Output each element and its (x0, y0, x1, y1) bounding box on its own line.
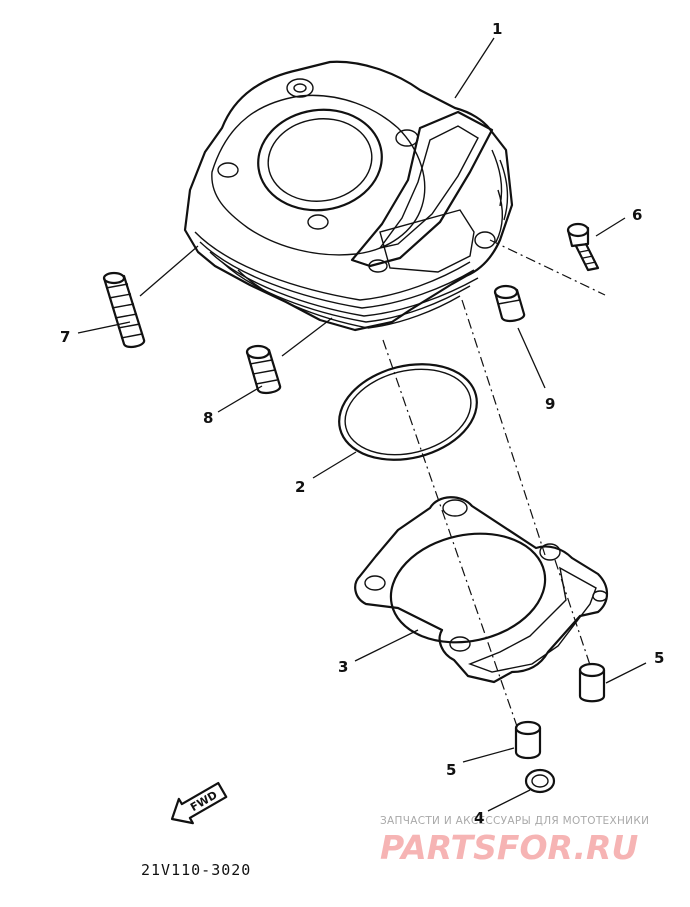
washer-part (524, 768, 556, 794)
o-ring-outer (338, 363, 478, 461)
callout-2: 2 (295, 478, 305, 496)
gasket-outline (354, 496, 609, 684)
callout-labels: 1 2 3 4 5 5 6 7 8 9 (60, 20, 664, 827)
fwd-arrow-shape (170, 781, 228, 825)
cylinder-flange-rim (211, 94, 426, 256)
dowel-left-top (514, 720, 542, 736)
guide-line-bolt (489, 239, 606, 296)
bolt-thread (579, 249, 597, 265)
cylinder-bore-inner (267, 118, 373, 202)
guide-line-center (461, 299, 546, 556)
stud-right-body (493, 288, 526, 323)
stud-right-top (493, 284, 519, 300)
leader-6 (595, 217, 626, 237)
watermark-logo: PARTSFOR.RU (380, 828, 638, 867)
dowel-pin-right-part (578, 662, 606, 703)
dowel-left-body (514, 726, 542, 760)
leader-4 (487, 789, 531, 812)
dowel-right-top (578, 662, 606, 678)
cylinder-chain-tunnel-inner (378, 125, 479, 250)
callout-6: 6 (632, 206, 642, 224)
callout-9: 9 (545, 395, 555, 413)
leader-7 (77, 321, 131, 334)
dowel-pin-left-part (514, 720, 542, 760)
callout-8: 8 (203, 409, 213, 427)
o-ring-part (338, 363, 478, 461)
cylinder-hole-left (217, 162, 239, 178)
dowel-right-body (578, 668, 606, 703)
cylinder-part (183, 60, 514, 332)
cylinder-hole-top-left (286, 78, 314, 98)
assembly-guide-lines (382, 239, 606, 736)
gasket-hole-left (364, 575, 386, 591)
stud-bolt-short-part (245, 344, 282, 395)
stud-short-top (245, 344, 271, 360)
diagram-code: 21V110-3020 (141, 861, 251, 879)
stud-bolt-long-part (102, 271, 146, 349)
leader-8 (217, 385, 263, 413)
stud-bolt-right-part (493, 284, 526, 323)
washer-outer (524, 768, 556, 794)
callout-7: 7 (60, 328, 70, 346)
gasket-hole-top (442, 499, 468, 517)
cylinder-bore (257, 108, 383, 212)
bolt-head (566, 226, 590, 248)
fwd-arrow: FWD (170, 781, 228, 825)
leader-5-right (605, 662, 647, 684)
cylinder-hole-top-left-inner (293, 83, 307, 93)
stud-right-thread (497, 299, 521, 305)
leader-5-left (462, 747, 515, 763)
gasket-hole-far-right (592, 590, 608, 602)
cylinder-bolt-boss (474, 231, 496, 249)
washer-inner (531, 774, 549, 788)
callout-4: 4 (474, 809, 484, 827)
gasket-bore (389, 532, 547, 644)
stud-long-top (102, 271, 126, 285)
stud-long-thread (105, 283, 143, 339)
stud-short-body (245, 348, 282, 395)
callout-5-left: 5 (446, 761, 456, 779)
bolt-head-top (566, 222, 590, 238)
cylinder-gasket-part (354, 496, 609, 684)
gasket-hole-right (539, 543, 561, 561)
watermark-tagline: ЗАПЧАСТИ И АКСЕССУАРЫ ДЛЯ МОТОТЕХНИКИ (380, 815, 649, 827)
guide-line-right (554, 559, 591, 666)
leader-9 (517, 327, 546, 389)
callout-1: 1 (492, 20, 502, 38)
gasket-hole-bottom (449, 636, 471, 652)
leader-7-cylinder (139, 245, 199, 297)
stud-long-body (102, 274, 146, 349)
cylinder-cooling-fins (194, 149, 509, 329)
gasket-chain-cutout (468, 566, 597, 673)
callout-5-right: 5 (654, 649, 664, 667)
leader-8-cylinder (281, 317, 333, 357)
leader-3 (354, 629, 419, 662)
watermark: ЗАПЧАСТИ И АКСЕССУАРЫ ДЛЯ МОТОТЕХНИКИ PA… (380, 815, 649, 867)
cylinder-hole-bottom (307, 214, 329, 230)
leader-1 (454, 37, 495, 99)
stud-short-thread (249, 359, 278, 385)
callout-3: 3 (338, 658, 348, 676)
leader-lines (77, 37, 647, 812)
o-ring-inner (344, 368, 472, 456)
cylinder-chain-tunnel (350, 110, 494, 268)
cylinder-tunnel-wall (379, 209, 475, 273)
bolt-part (566, 222, 600, 272)
leader-2 (312, 451, 357, 479)
